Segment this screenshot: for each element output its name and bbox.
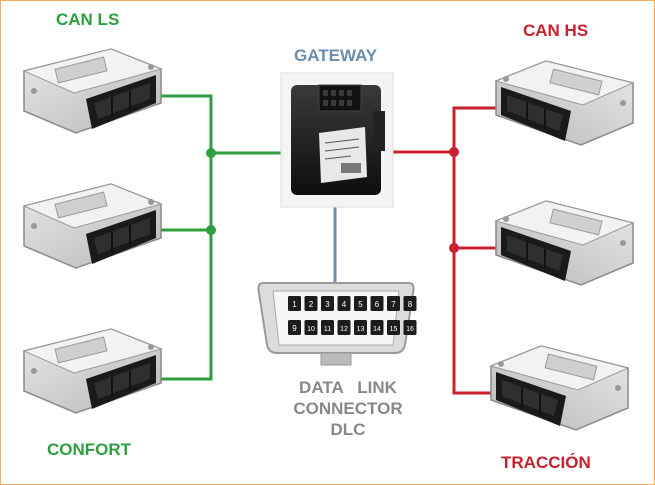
dlc-label: DATA LINK CONNECTOR DLC (283, 377, 413, 440)
dlc-label-line-3: DLC (330, 420, 366, 439)
confort-label: CONFORT (47, 440, 132, 459)
can-ls-junction (206, 148, 216, 158)
dlc-pin (354, 320, 367, 335)
dlc-pin (387, 296, 400, 311)
ecu-traccion (490, 345, 629, 431)
dlc-pin (304, 320, 318, 335)
dlc-pin-number: 6 (375, 300, 380, 309)
dlc-pin-number: 12 (340, 326, 348, 333)
dlc-pin-number: 8 (408, 300, 413, 309)
dlc-pin-row-top: 1 2 3 4 5 6 7 8 (288, 296, 417, 311)
ecu-can-hs-2 (495, 200, 634, 286)
dlc-pin (288, 320, 301, 335)
dlc-pin-number: 11 (324, 326, 331, 333)
dlc-pin-number: 13 (357, 326, 365, 333)
gateway-module (280, 72, 394, 208)
dlc-pin-number: 4 (342, 300, 347, 309)
can-hs-junction (449, 243, 459, 253)
gateway-label: GATEWAY (294, 46, 378, 65)
traccion-label: TRACCIÓN (501, 453, 591, 472)
dlc-pin-number: 2 (309, 300, 314, 309)
can-ls-label: CAN LS (56, 10, 120, 29)
ecu-can-hs-1 (495, 60, 634, 146)
dlc-pin (337, 296, 351, 311)
can-hs-label: CAN HS (523, 21, 589, 40)
ecu-confort (23, 328, 162, 414)
dlc-pin-number: 7 (391, 300, 396, 309)
dlc-pin-row-bottom: 9 10 11 12 13 14 15 16 (288, 320, 417, 335)
dlc-pin (387, 320, 400, 335)
dlc-pin-number: 15 (390, 326, 398, 333)
dlc-pin (288, 296, 301, 311)
dlc-pin-number: 10 (307, 326, 315, 333)
dlc-pin (403, 296, 417, 311)
dlc-label-line-2: CONNECTOR (293, 399, 403, 418)
dlc-pin-number: 5 (358, 300, 363, 309)
dlc-pin (321, 296, 334, 311)
dlc-pin (370, 320, 384, 335)
dlc-pin (403, 320, 417, 335)
can-hs-junction (449, 147, 459, 157)
dlc-pin (370, 296, 384, 311)
dlc-pin-number: 3 (325, 300, 330, 309)
dlc-pin-number: 1 (292, 300, 297, 309)
dlc-pin-number: 16 (406, 326, 414, 333)
dlc-pin (304, 296, 318, 311)
dlc-pin-number: 14 (373, 326, 381, 333)
dlc-pin-number: 9 (292, 324, 297, 333)
dlc-pin (354, 296, 367, 311)
dlc-pin (337, 320, 351, 335)
ecu-can-ls-1 (23, 48, 162, 134)
ecu-can-ls-2 (23, 183, 162, 269)
can-ls-junction (206, 225, 216, 235)
dlc-pin (321, 320, 334, 335)
dlc-label-line-1: DATA LINK (299, 378, 397, 397)
